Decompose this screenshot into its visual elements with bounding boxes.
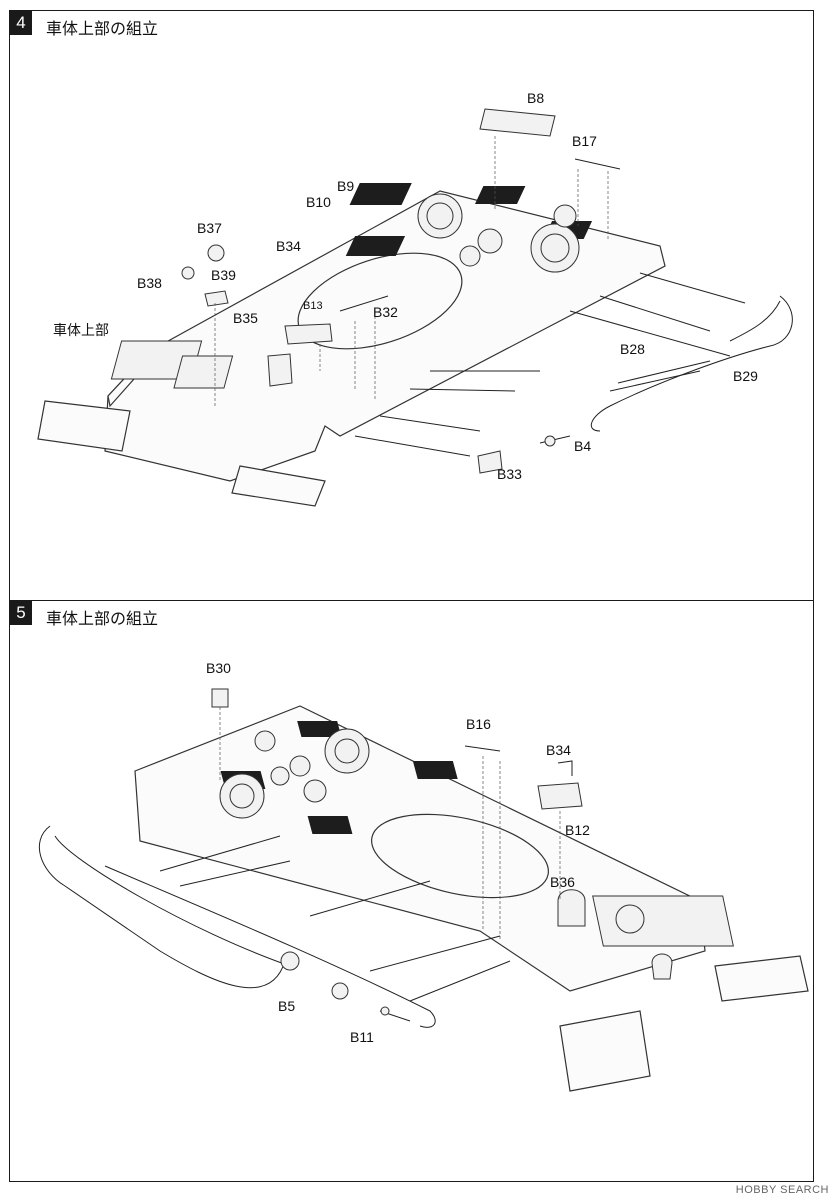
label-b36: B36: [550, 874, 575, 890]
label-b30: B30: [206, 660, 231, 676]
part-b38: [181, 266, 195, 280]
label-b12: B12: [565, 822, 590, 838]
part-b13: [284, 323, 333, 345]
label-b10: B10: [306, 194, 331, 210]
label-b34: B34: [546, 742, 571, 758]
step-number: 4: [10, 11, 32, 35]
grille: [349, 183, 412, 205]
label-b9: B9: [337, 178, 354, 194]
part-b8: [479, 108, 556, 137]
part-b37: [207, 244, 225, 262]
part-b5: [331, 982, 349, 1000]
label-b35: B35: [233, 310, 258, 326]
part-b30: [211, 688, 229, 708]
part-b36: [557, 889, 586, 927]
label-b33: B33: [497, 466, 522, 482]
watermark: HOBBY SEARCH: [735, 1184, 829, 1196]
front-plate-right: [714, 955, 809, 1002]
part-b11: [380, 1006, 390, 1016]
front-plate-left: [37, 400, 131, 452]
step-4-panel: 4 車体上部の組立: [9, 10, 814, 602]
part-b39: [204, 290, 229, 307]
label-b37: B37: [197, 220, 222, 236]
step-5-panel: 5 車体上部の組立: [9, 600, 814, 1182]
turret-ring: [371, 813, 549, 899]
label-b5: B5: [278, 998, 295, 1014]
step-title: 車体上部の組立: [46, 609, 159, 628]
tow-cable: [38, 825, 286, 989]
grille: [297, 721, 342, 737]
upper-hull-drawing: [38, 688, 809, 1092]
label-b13: B13: [303, 300, 323, 312]
label-upper-hull: 車体上部: [53, 322, 109, 339]
grille: [412, 761, 458, 779]
label-b39: B39: [211, 267, 236, 283]
step-4-diagram: B8 B17 B9 B10 B37 B34 B38 B39 B13 B32 B3…: [37, 90, 793, 507]
part-b33: [477, 450, 503, 474]
step-number: 5: [10, 601, 32, 625]
label-b32: B32: [373, 304, 398, 320]
part-b35: [267, 353, 293, 387]
label-b34: B34: [276, 238, 301, 254]
part-b4: [544, 435, 556, 447]
grille: [345, 236, 406, 256]
step-5-diagram: B30 B16 B34 B12 B36 B5 B11: [38, 660, 809, 1092]
label-b16: B16: [466, 716, 491, 732]
front-plate-right: [231, 465, 326, 507]
label-b28: B28: [620, 341, 645, 357]
label-b4: B4: [574, 438, 591, 454]
tow-cable-2: [104, 865, 436, 1028]
part-b12: [537, 782, 583, 810]
label-b8: B8: [527, 90, 544, 106]
step-title: 車体上部の組立: [46, 19, 159, 38]
front-plate-left: [559, 1010, 651, 1092]
label-b29: B29: [733, 368, 758, 384]
label-b17: B17: [572, 133, 597, 149]
tow-cable: [590, 295, 793, 432]
grille: [475, 186, 526, 204]
upper-hull-drawing: [37, 108, 793, 507]
label-b11: B11: [350, 1029, 374, 1045]
grille: [307, 816, 353, 834]
label-b38: B38: [137, 275, 162, 291]
